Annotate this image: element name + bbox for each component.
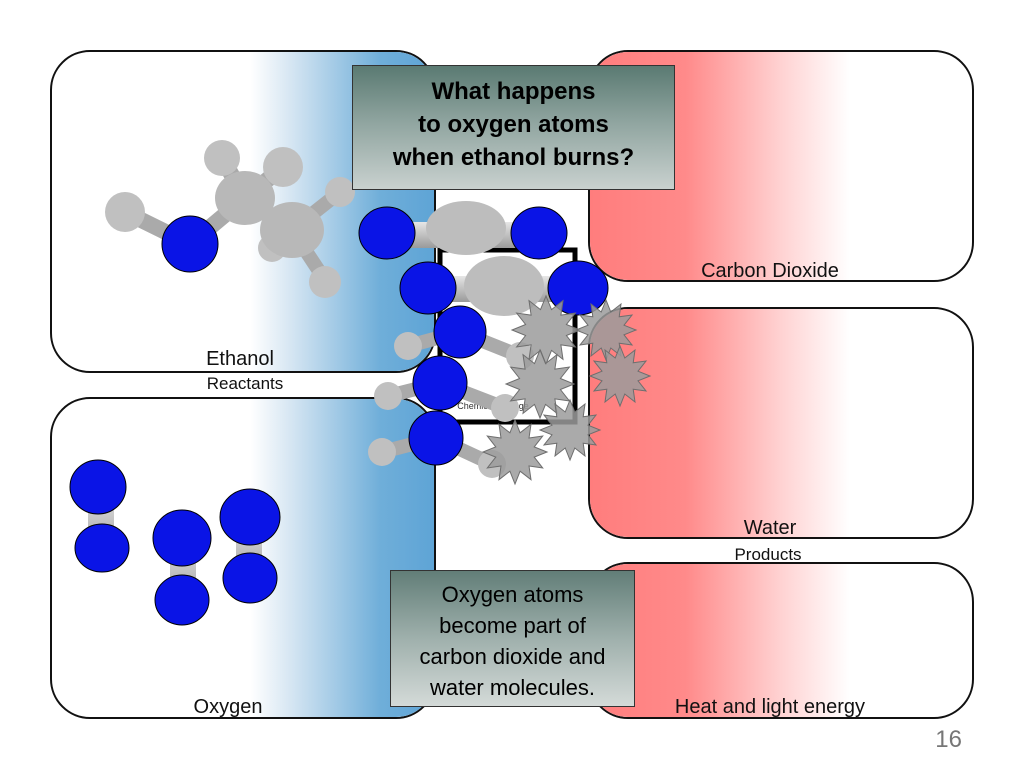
page-number: 16 [935,726,962,753]
water-panel [588,307,974,539]
heat-and-light-label: Heat and light energy [674,696,866,718]
starburst-energy-icon [481,418,549,486]
oxygen-molecule [69,459,130,573]
products-gradient [590,309,972,537]
answer-line: carbon dioxide and [419,644,606,669]
products-gradient [590,564,972,717]
energy-bursts [481,294,652,486]
carbon-dioxide-molecule [399,256,609,316]
starburst-energy-icon [510,294,582,366]
starburst-energy-icon [538,398,602,462]
oxygen-molecule [219,488,281,604]
ethanol-label: Ethanol [206,348,274,370]
products-label: Products [734,545,802,564]
oxygen-label: Oxygen [193,696,263,718]
carbon-dioxide-molecule [358,201,568,260]
oxygen-molecule [152,509,212,626]
answer-line: water molecules. [429,675,596,700]
water-molecule [368,410,506,478]
water-label: Water [743,517,797,539]
answer-line: become part of [439,613,586,638]
carbon-dioxide-label: Carbon Dioxide [701,260,839,282]
question-callout: What happens to oxygen atoms when ethano… [352,65,675,190]
answer-line: Oxygen atoms [441,582,584,607]
question-line: What happens [431,78,596,105]
ethanol-molecule [105,140,355,298]
question-line: to oxygen atoms [418,111,609,138]
question-line: when ethanol burns? [392,144,635,171]
answer-callout: Oxygen atoms become part of carbon dioxi… [390,570,635,707]
reactants-label: Reactants [206,374,284,393]
energy-panel [588,562,974,719]
starburst-energy-icon [588,344,652,408]
